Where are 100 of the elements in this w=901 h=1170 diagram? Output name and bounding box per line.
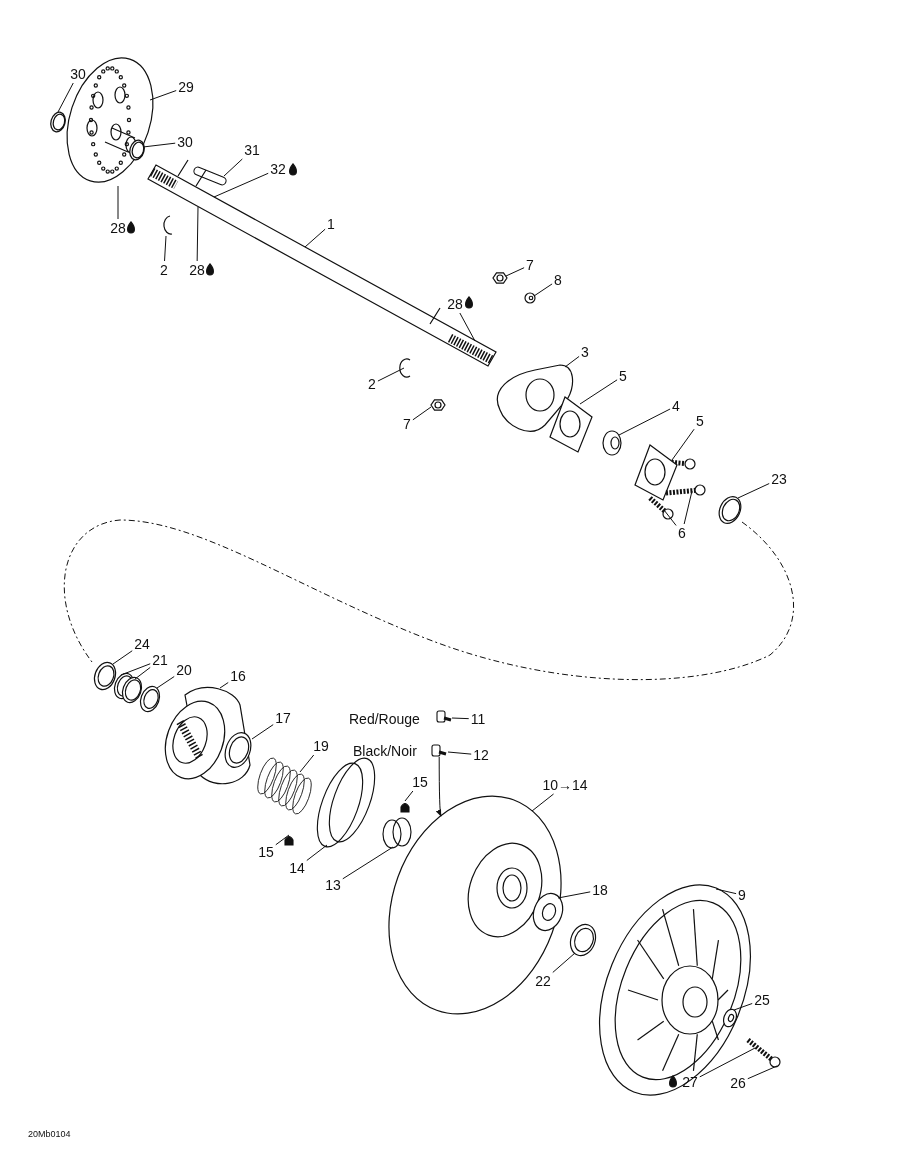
leader-line bbox=[663, 509, 677, 526]
leader-line bbox=[57, 82, 74, 113]
callout-number: 5 bbox=[695, 413, 705, 429]
callout-number: 9 bbox=[737, 887, 747, 903]
leader-line bbox=[164, 235, 167, 262]
callout-number: 15 bbox=[411, 774, 429, 790]
callout-number: 15 bbox=[257, 844, 275, 860]
leader-line bbox=[120, 663, 151, 676]
bushing bbox=[382, 817, 412, 849]
callout-number: 5 bbox=[618, 368, 628, 384]
spacer-ring bbox=[139, 685, 161, 713]
flat-washer bbox=[524, 292, 536, 304]
slider-button bbox=[400, 802, 410, 813]
leader-line bbox=[304, 228, 326, 248]
leader-line bbox=[142, 142, 176, 148]
leader-line bbox=[156, 676, 175, 689]
shim-washer bbox=[569, 923, 597, 957]
hex-bolt bbox=[665, 484, 706, 496]
color-tag-icon bbox=[436, 710, 452, 723]
leader-line bbox=[134, 666, 151, 680]
drive-shaft bbox=[147, 159, 497, 367]
callout-number: 7 bbox=[402, 416, 412, 432]
leader-line bbox=[737, 483, 770, 499]
callout-number: 22 bbox=[534, 973, 552, 989]
leader-line bbox=[149, 90, 177, 101]
callout-number: 20 bbox=[175, 662, 193, 678]
o-ring bbox=[50, 111, 66, 133]
callout-number: 12 bbox=[472, 747, 490, 763]
callout-number: 14 bbox=[288, 860, 306, 876]
callout-number: 30 bbox=[69, 66, 87, 82]
callout-number: 28 bbox=[109, 220, 127, 236]
spring-drawing bbox=[257, 757, 312, 815]
callout-number: 2 bbox=[367, 376, 377, 392]
callout-number: 16 bbox=[229, 668, 247, 684]
leader-line bbox=[275, 834, 290, 846]
leader-line bbox=[533, 283, 553, 297]
circlip bbox=[163, 215, 173, 235]
shim-washer bbox=[121, 676, 143, 704]
leader-line bbox=[531, 793, 555, 812]
color-tag-icon bbox=[431, 744, 447, 757]
drawing-number: 20Mb0104 bbox=[28, 1128, 71, 1141]
callout-number: 31 bbox=[243, 142, 261, 158]
callout-number: 3 bbox=[580, 344, 590, 360]
callout-number: 25 bbox=[753, 992, 771, 1008]
leader-line bbox=[196, 206, 199, 262]
leader-line bbox=[219, 682, 229, 689]
bearing-flange bbox=[549, 396, 593, 453]
sliding-sheave-drawing bbox=[388, 795, 562, 1015]
cam-drawing bbox=[164, 687, 251, 785]
callout-number: 6 bbox=[677, 525, 687, 541]
leader-line bbox=[404, 790, 414, 802]
leader-line bbox=[112, 650, 133, 665]
hex-bolt bbox=[648, 496, 674, 520]
callout-number: 32 bbox=[269, 161, 287, 177]
leader-line bbox=[117, 185, 119, 220]
color-note: Red/Rouge bbox=[349, 711, 420, 727]
spacer-ring bbox=[93, 661, 117, 691]
slider-button bbox=[284, 835, 294, 846]
callout-number: 28 bbox=[446, 296, 464, 312]
retaining-ring bbox=[718, 496, 742, 524]
shaft-key bbox=[192, 165, 228, 187]
leader-line bbox=[715, 888, 737, 895]
callout-number: 17 bbox=[274, 710, 292, 726]
callout-number: 18 bbox=[591, 882, 609, 898]
callout-number: 24 bbox=[133, 636, 151, 652]
leader-line bbox=[342, 846, 394, 880]
color-note: Black/Noir bbox=[353, 743, 417, 759]
callout-number: 4 bbox=[671, 398, 681, 414]
callout-number: 8 bbox=[553, 272, 563, 288]
callout-number: 30 bbox=[176, 134, 194, 150]
callout-number: 11 bbox=[469, 711, 487, 727]
ball-bearing bbox=[602, 430, 622, 456]
leader-line bbox=[451, 717, 470, 720]
leader-line bbox=[377, 367, 405, 382]
hex-nut bbox=[492, 272, 508, 284]
callout-number: 19 bbox=[312, 738, 330, 754]
leader-line bbox=[412, 406, 432, 421]
callout-number: 28 bbox=[188, 262, 206, 278]
cap-screw bbox=[746, 1038, 781, 1068]
leader-line bbox=[447, 751, 472, 755]
leader-line bbox=[306, 844, 328, 861]
circlip bbox=[399, 358, 411, 378]
leader-line bbox=[733, 1003, 753, 1011]
leader-line bbox=[699, 1047, 756, 1078]
callout-number: 23 bbox=[770, 471, 788, 487]
leader-line bbox=[671, 428, 695, 461]
leader-line bbox=[505, 267, 525, 277]
arrow bbox=[436, 756, 442, 817]
leader-line bbox=[557, 891, 591, 899]
callout-number: 13 bbox=[324, 877, 342, 893]
leader-line bbox=[299, 754, 315, 773]
leader-line bbox=[579, 379, 618, 405]
cam-slider-sleeve bbox=[316, 757, 376, 848]
hex-nut bbox=[430, 399, 446, 411]
leader-line bbox=[251, 724, 274, 740]
leader-line bbox=[747, 1065, 778, 1080]
bearing-flange bbox=[634, 444, 678, 501]
callout-number: 26 bbox=[729, 1075, 747, 1091]
leader-line bbox=[618, 408, 671, 436]
callout-number: 7 bbox=[525, 257, 535, 273]
